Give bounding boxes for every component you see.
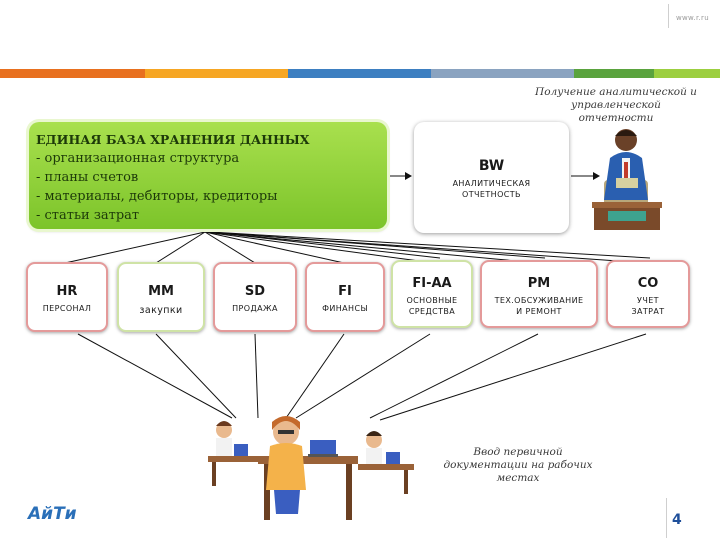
stripe-green xyxy=(574,69,654,78)
database-item: - статьи затрат xyxy=(36,208,140,223)
bw-box: BW АНАЛИТИЧЕСКАЯ ОТЧЕТНОСТЬ xyxy=(414,122,569,233)
module-mm: MM закупки xyxy=(117,262,205,332)
module-fi: FI ФИНАНСЫ xyxy=(305,262,385,332)
module-desc: ЗАТРАТ xyxy=(631,307,665,316)
module-desc: СРЕДСТВА xyxy=(408,307,456,316)
module-desc: ТЕХ.ОБСУЖИВАНИЕ xyxy=(494,296,584,305)
database-box: ЕДИНАЯ БАЗА ХРАНЕНИЯ ДАННЫХ - организаци… xyxy=(29,122,387,229)
reporting-note-line: отчетности xyxy=(578,112,654,124)
reporting-note-line: управленческой xyxy=(571,99,661,111)
stripe-amber xyxy=(145,69,288,78)
module-desc: УЧЕТ xyxy=(637,296,659,305)
bw-desc: АНАЛИТИЧЕСКАЯ xyxy=(452,179,531,188)
bw-code: BW xyxy=(478,158,505,174)
manager-illustration xyxy=(592,129,662,230)
module-code: MM xyxy=(148,284,174,299)
reporting-note-line: Получение аналитической и xyxy=(535,86,697,98)
footer-divider xyxy=(666,498,667,538)
database-item: - планы счетов xyxy=(36,170,139,185)
workers-illustration xyxy=(208,416,414,520)
input-note-line: местах xyxy=(496,472,540,484)
module-hr: HR ПЕРСОНАЛ xyxy=(26,262,108,332)
module-desc: ОСНОВНЫЕ xyxy=(406,296,458,305)
company-logo: АйТи xyxy=(28,504,77,524)
input-note: Ввод первичной документации на рабочих м… xyxy=(418,446,618,485)
module-co: CO УЧЕТ ЗАТРАТ xyxy=(606,260,690,328)
module-desc: закупки xyxy=(139,305,183,316)
module-code: CO xyxy=(637,276,659,291)
module-desc: ПЕРСОНАЛ xyxy=(42,304,92,313)
header-divider xyxy=(668,4,669,28)
module-fi-aa: FI-AA ОСНОВНЫЕ СРЕДСТВА xyxy=(391,260,473,328)
module-desc: И РЕМОНТ xyxy=(516,307,562,316)
module-code: PM xyxy=(527,276,551,291)
module-code: FI xyxy=(338,284,352,299)
page-number: 4 xyxy=(672,512,682,528)
module-code: HR xyxy=(56,284,78,299)
site-url: www.r.ru xyxy=(676,14,709,22)
stripe-blue xyxy=(288,69,431,78)
input-note-line: документации на рабочих xyxy=(443,459,593,471)
input-note-line: Ввод первичной xyxy=(473,446,563,458)
database-title: ЕДИНАЯ БАЗА ХРАНЕНИЯ ДАННЫХ xyxy=(36,132,310,147)
database-item: - материалы, дебиторы, кредиторы xyxy=(36,189,278,204)
reporting-note: Получение аналитической и управленческой… xyxy=(516,86,716,125)
module-desc: ФИНАНСЫ xyxy=(322,304,368,313)
database-item: - организационная структура xyxy=(36,151,240,166)
module-desc: ПРОДАЖА xyxy=(232,304,278,313)
stripe-gray-blue xyxy=(431,69,574,78)
module-pm: PM ТЕХ.ОБСУЖИВАНИЕ И РЕМОНТ xyxy=(480,260,598,328)
bw-desc: ОТЧЕТНОСТЬ xyxy=(462,190,521,199)
module-sd: SD ПРОДАЖА xyxy=(213,262,297,332)
module-code: SD xyxy=(244,284,266,299)
stripe-orange xyxy=(0,69,145,78)
module-code: FI-AA xyxy=(412,276,452,291)
stripe-lime xyxy=(654,69,720,78)
